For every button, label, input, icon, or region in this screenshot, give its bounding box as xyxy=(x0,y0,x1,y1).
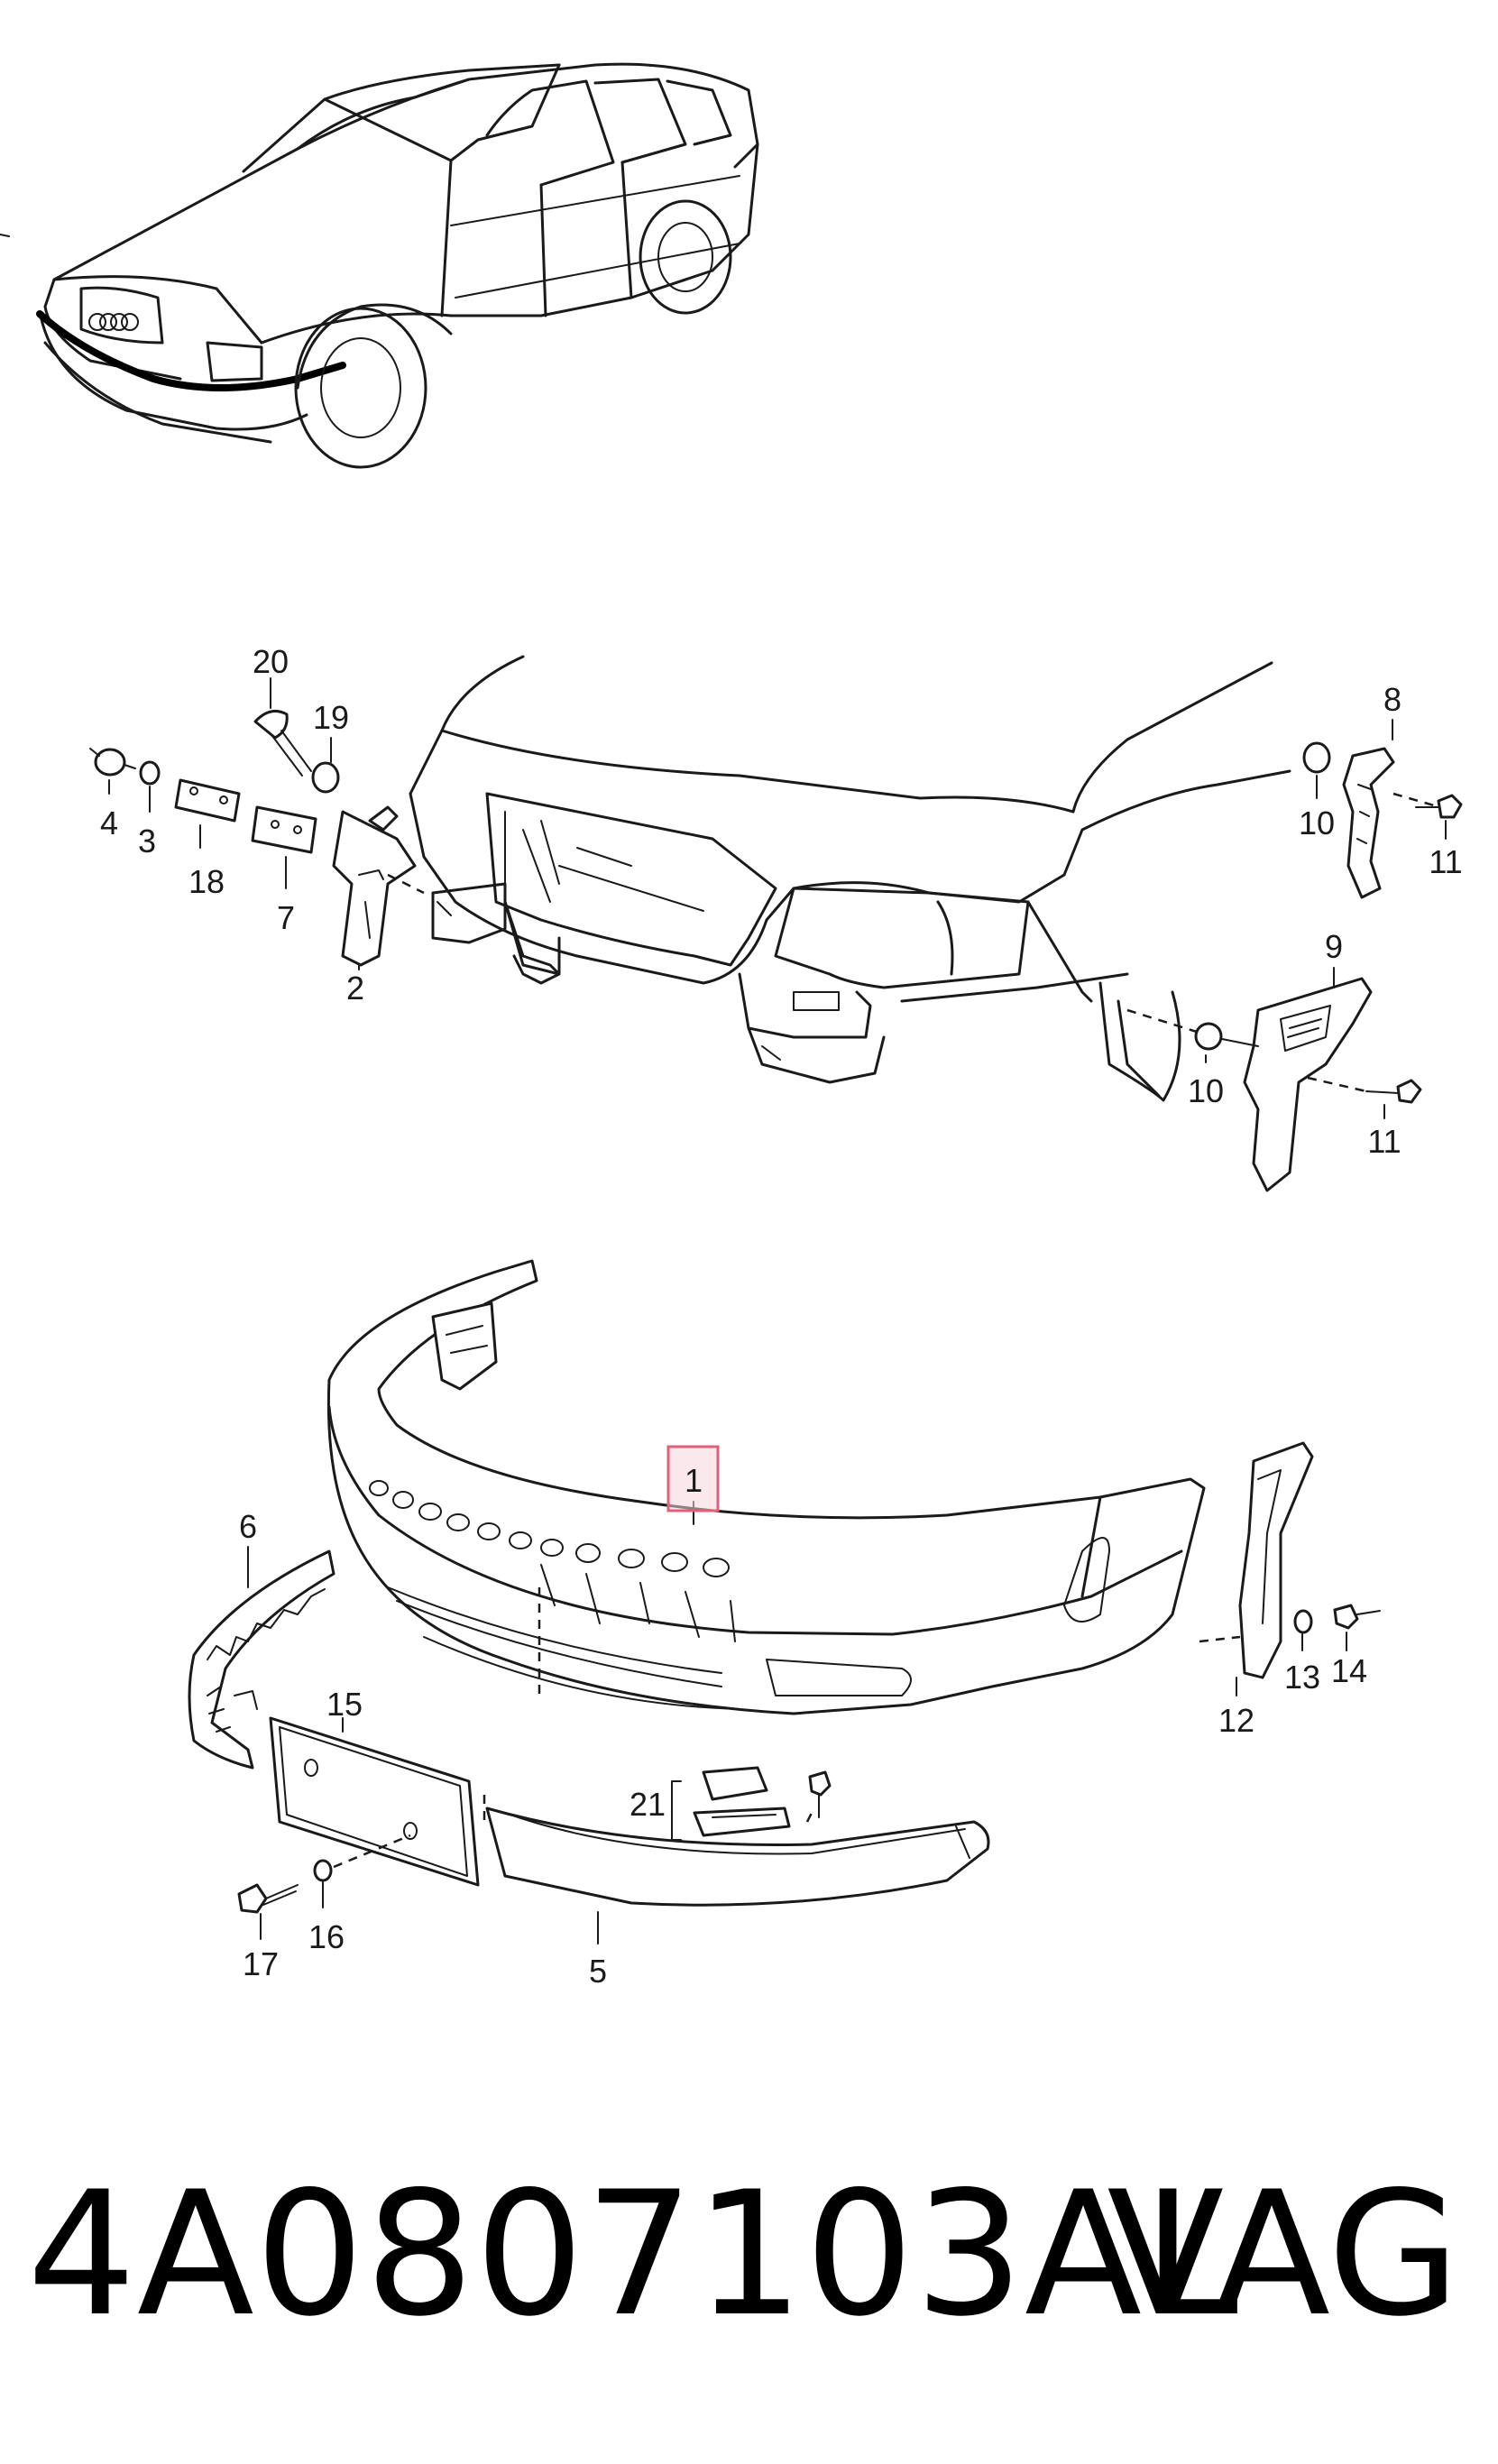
part-number: 4A0807103AL xyxy=(27,2155,1239,2354)
callout-label: 7 xyxy=(277,899,295,936)
callout-label: 15 xyxy=(326,1686,363,1723)
callout-label: 8 xyxy=(1383,681,1402,718)
callout-label: 21 xyxy=(630,1786,666,1823)
callout-label: 14 xyxy=(1331,1652,1367,1689)
callout-label: 10 xyxy=(1188,1072,1224,1109)
part-number-footer: 4A0807103AL VAG xyxy=(0,2151,1498,2358)
callout-label: 9 xyxy=(1325,928,1343,965)
front-end-mounting-illustration xyxy=(89,655,1463,1192)
callout-label: 6 xyxy=(239,1508,257,1545)
callout-label: 16 xyxy=(308,1918,345,1955)
callout-label: 12 xyxy=(1218,1702,1254,1739)
callout-label: 17 xyxy=(243,1945,279,1982)
bumper-assembly-illustration xyxy=(188,1259,1381,1914)
callout-label: 2 xyxy=(346,970,364,1007)
car-overview-illustration xyxy=(0,62,759,469)
callout-label: 5 xyxy=(589,1953,607,1990)
highlighted-callout-box xyxy=(666,1445,720,1512)
callout-label: 4 xyxy=(100,804,118,841)
callout-label: 11 xyxy=(1429,843,1462,880)
callout-label: 3 xyxy=(138,823,156,860)
callout-label: 11 xyxy=(1367,1123,1401,1160)
callout-label: 20 xyxy=(253,643,289,680)
callout-labels: 20 19 4 3 18 7 2 8 10 11 9 10 11 1 6 15 … xyxy=(100,643,1463,1990)
callout-label: 10 xyxy=(1299,804,1335,841)
callout-label: 13 xyxy=(1284,1659,1320,1696)
callout-label: 19 xyxy=(313,699,349,736)
callout-label-highlighted: 1 xyxy=(685,1462,703,1499)
callout-label: 18 xyxy=(188,863,225,900)
brand-name: VAG xyxy=(1107,2155,1460,2354)
callout-leader-lines xyxy=(108,677,1447,1945)
